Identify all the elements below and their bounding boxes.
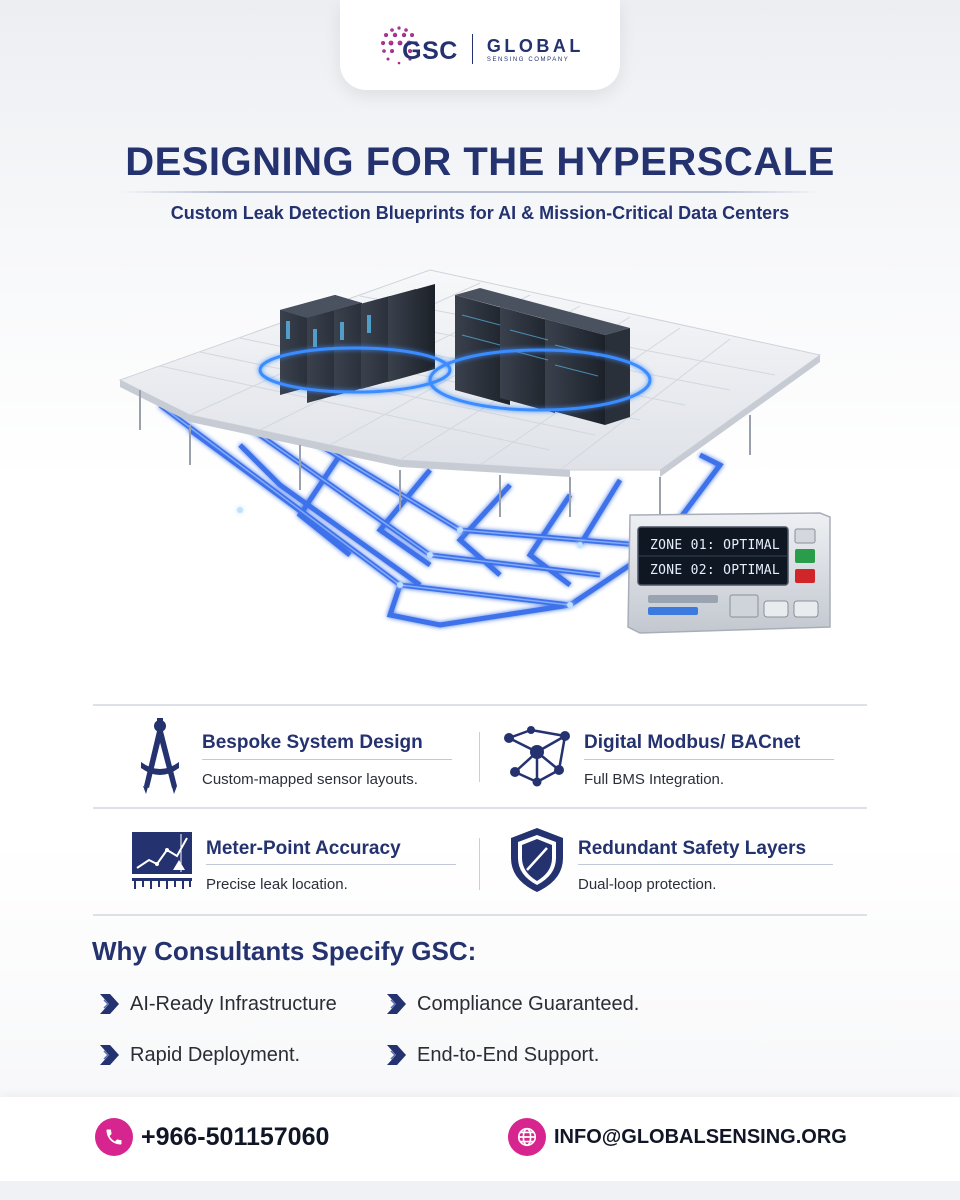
chevron-right-icon xyxy=(100,994,119,1014)
logo-mark: GSC xyxy=(402,36,458,65)
why-item-label: Rapid Deployment. xyxy=(130,1043,301,1066)
page-title: DESIGNING FOR THE HYPERSCALE xyxy=(125,140,835,184)
logo: GSC GLOBAL SENSING COMPANY xyxy=(340,0,620,90)
grid-divider-middle xyxy=(93,807,867,809)
footer-bar xyxy=(0,1097,960,1181)
feature-3-desc: Precise leak location. xyxy=(206,876,348,893)
why-item: Rapid Deployment. xyxy=(98,1043,300,1067)
why-item: AI-Ready Infrastructure xyxy=(98,992,337,1016)
feature-grid: Bespoke System Design Custom-mapped sens… xyxy=(93,704,867,916)
title-divider xyxy=(120,191,820,193)
grid-divider-vertical-top xyxy=(479,732,480,782)
data-center-illustration xyxy=(118,269,831,634)
page-subtitle: Custom Leak Detection Blueprints for AI … xyxy=(170,203,790,223)
server-racks xyxy=(258,284,652,425)
panel-display-line-2: ZONE 02: OPTIMAL xyxy=(650,563,781,578)
why-item-label: AI-Ready Infrastructure xyxy=(130,992,337,1015)
why-item: Compliance Guaranteed. xyxy=(385,992,639,1016)
network-icon xyxy=(504,726,570,787)
globe-icon xyxy=(508,1118,546,1156)
logo-tagline: SENSING COMPANY xyxy=(486,56,570,63)
feature-2-desc: Full BMS Integration. xyxy=(584,771,725,788)
why-heading: Why Consultants Specify GSC: xyxy=(92,936,477,966)
why-item-label: End-to-End Support. xyxy=(417,1043,600,1066)
compass-icon xyxy=(141,718,179,794)
grid-divider-bottom xyxy=(93,914,867,916)
why-item: End-to-End Support. xyxy=(385,1043,599,1067)
chart-screen-icon xyxy=(132,832,192,889)
globe-logo-icon xyxy=(381,26,419,65)
phone-icon xyxy=(95,1118,133,1156)
email-contact[interactable]: INFO@GLOBALSENSING.ORG xyxy=(508,1118,847,1156)
shield-icon xyxy=(511,828,563,892)
logo-wordmark: GLOBAL SENSING COMPANY xyxy=(487,36,584,63)
feature-4-underline xyxy=(578,864,833,865)
phone-number[interactable]: +966-501157060 xyxy=(141,1122,330,1151)
grid-divider-vertical-bottom xyxy=(479,838,480,890)
chevron-right-icon xyxy=(387,1045,406,1065)
feature-1-underline xyxy=(202,759,452,760)
panel-display-line-1: ZONE 01: OPTIMAL xyxy=(650,538,781,553)
email-address[interactable]: INFO@GLOBALSENSING.ORG xyxy=(554,1125,847,1148)
chevron-right-icon xyxy=(387,994,406,1014)
footer-strip xyxy=(0,1181,960,1200)
why-item-label: Compliance Guaranteed. xyxy=(417,992,640,1015)
feature-3-underline xyxy=(206,864,456,865)
feature-1-title: Bespoke System Design xyxy=(202,732,423,753)
feature-4-title: Redundant Safety Layers xyxy=(578,838,807,859)
feature-3-title: Meter-Point Accuracy xyxy=(206,838,401,859)
feature-4-desc: Dual-loop protection. xyxy=(578,876,717,893)
chevron-right-icon xyxy=(100,1045,119,1065)
phone-contact[interactable]: +966-501157060 xyxy=(95,1118,329,1156)
logo-divider xyxy=(471,34,473,64)
control-panel xyxy=(570,512,831,634)
grid-divider-top xyxy=(93,704,867,706)
logo-name: GLOBAL xyxy=(486,35,584,56)
feature-1-desc: Custom-mapped sensor layouts. xyxy=(202,771,418,788)
feature-2-underline xyxy=(584,759,834,760)
feature-2-title: Digital Modbus/ BACnet xyxy=(584,732,801,753)
